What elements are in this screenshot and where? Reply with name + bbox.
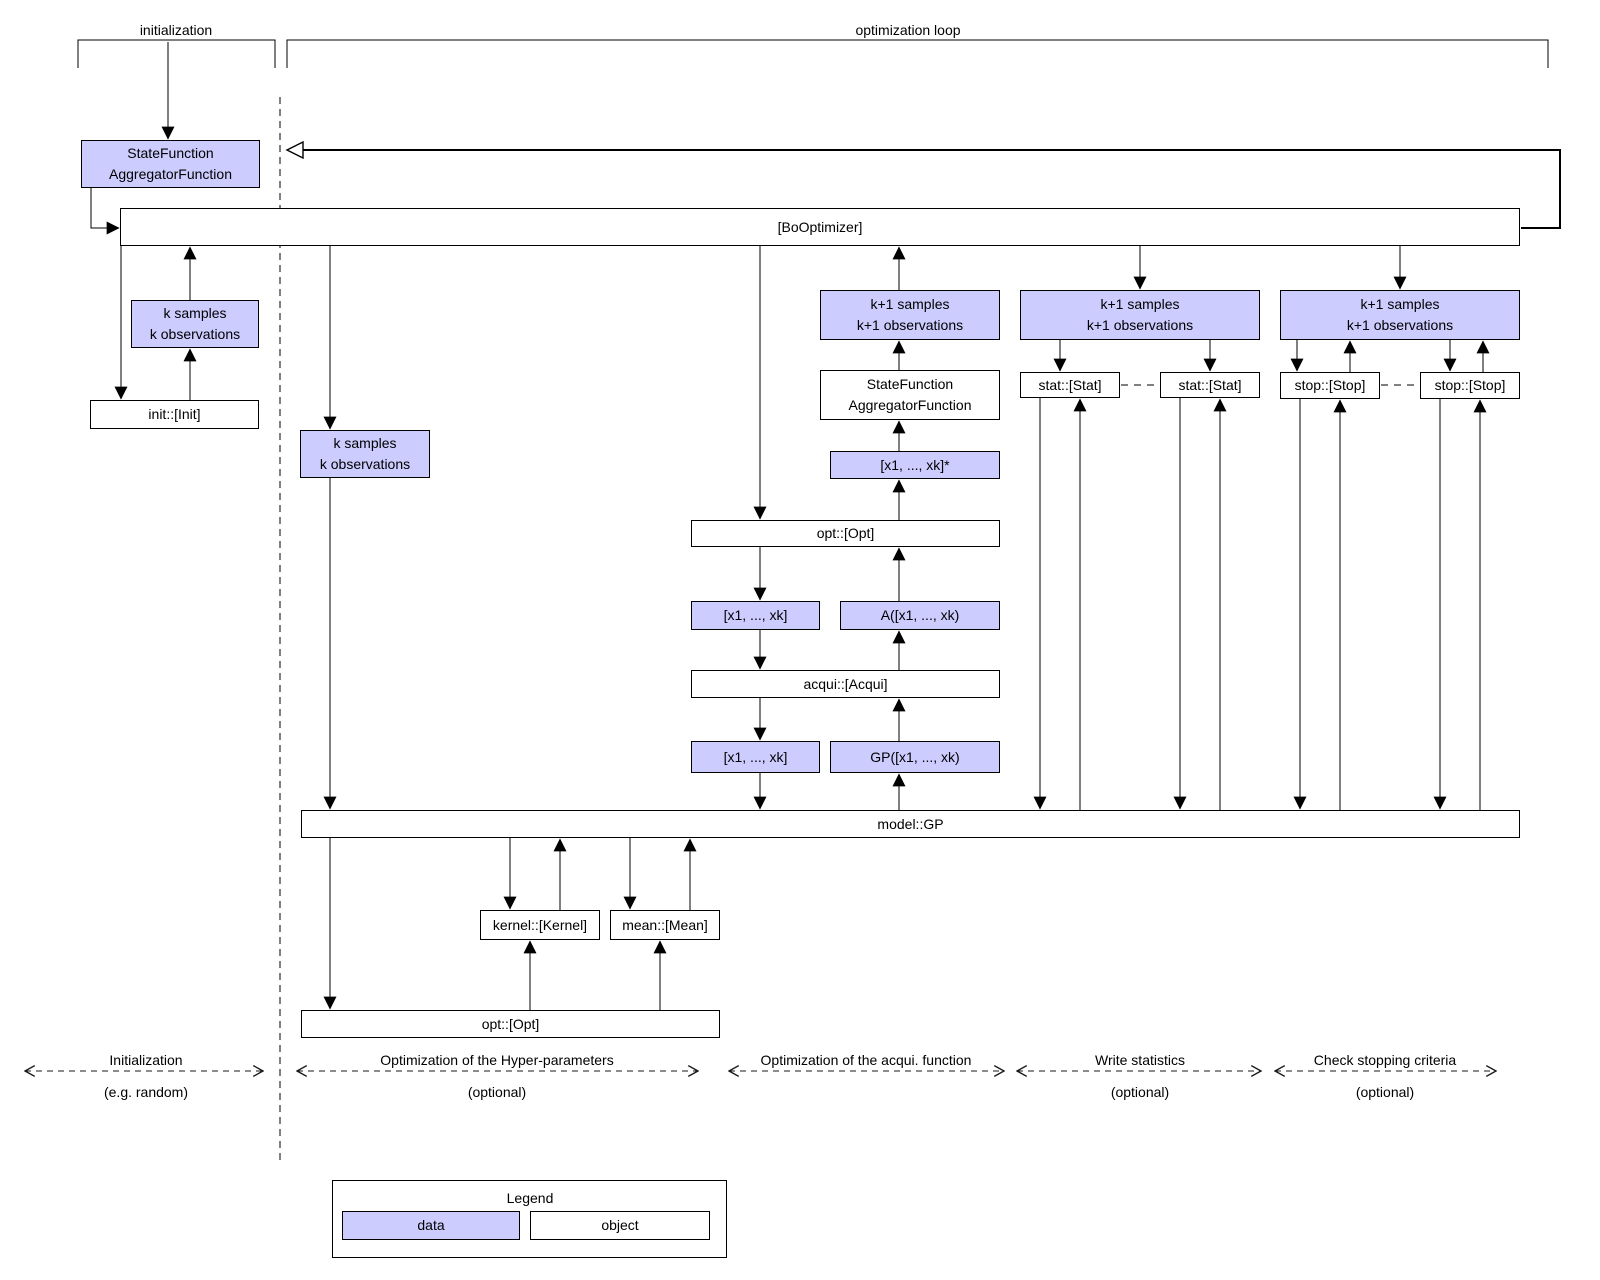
- phase-label-hyperparams: Optimization of the Hyper-parameters: [380, 1052, 614, 1068]
- phase-sub-initialization: (e.g. random): [103, 1084, 189, 1100]
- phase-label-initialization: Initialization: [109, 1052, 183, 1068]
- initialization-group-label: initialization: [139, 22, 213, 38]
- top-brackets: [77, 39, 1549, 68]
- legend-data-swatch: data: [342, 1211, 520, 1240]
- phase-sub-stopping: (optional): [1355, 1084, 1415, 1100]
- node-k1-samples-stat: k+1 samples k+1 observations: [1020, 290, 1260, 340]
- node-mean: mean::[Mean]: [610, 910, 720, 940]
- node-acqui: acqui::[Acqui]: [691, 670, 1000, 698]
- optimization-loop-group-label: optimization loop: [855, 22, 961, 38]
- node-gp-values: GP([x1, ..., xk): [830, 741, 1000, 773]
- node-stop-1: stop::[Stop]: [1280, 372, 1380, 399]
- node-opt-hyperparams: opt::[Opt]: [301, 1010, 720, 1038]
- phase-label-acqui: Optimization of the acqui. function: [760, 1052, 972, 1068]
- node-xk-star: [x1, ..., xk]*: [830, 451, 1000, 479]
- node-booptimizer: [BoOptimizer]: [120, 208, 1520, 246]
- node-xk-candidates: [x1, ..., xk]: [691, 601, 820, 630]
- node-xk-query: [x1, ..., xk]: [691, 741, 820, 773]
- node-init: init::[Init]: [90, 400, 259, 429]
- legend-title: Legend: [506, 1190, 554, 1206]
- node-k1-samples-mid: k+1 samples k+1 observations: [820, 290, 1000, 340]
- phase-sub-hyperparams: (optional): [467, 1084, 527, 1100]
- node-k-samples-loop: k samples k observations: [300, 430, 430, 478]
- phase-sub-statistics: (optional): [1110, 1084, 1170, 1100]
- node-k1-samples-stop: k+1 samples k+1 observations: [1280, 290, 1520, 340]
- loopback-arrow: [285, 140, 1561, 229]
- phase-label-stopping: Check stopping criteria: [1313, 1052, 1457, 1068]
- node-acqui-values: A([x1, ..., xk): [840, 601, 1000, 630]
- node-stop-2: stop::[Stop]: [1420, 372, 1520, 399]
- legend-object-swatch: object: [530, 1211, 710, 1240]
- node-stat-2: stat::[Stat]: [1160, 372, 1260, 398]
- phase-label-statistics: Write statistics: [1095, 1052, 1185, 1068]
- diagram-arrows: [90, 42, 1490, 1010]
- node-model-gp: model::GP: [301, 810, 1520, 838]
- node-k-samples-init: k samples k observations: [131, 300, 259, 348]
- node-statefunction-loop: StateFunction AggregatorFunction: [820, 370, 1000, 420]
- node-kernel: kernel::[Kernel]: [480, 910, 600, 940]
- node-stat-1: stat::[Stat]: [1020, 372, 1120, 398]
- node-opt-acqui: opt::[Opt]: [691, 520, 1000, 547]
- node-statefunction-init: StateFunction AggregatorFunction: [81, 140, 260, 188]
